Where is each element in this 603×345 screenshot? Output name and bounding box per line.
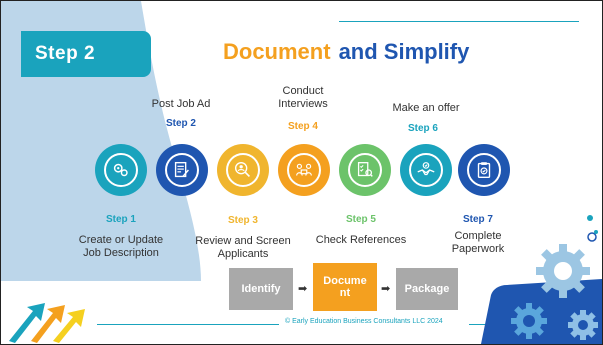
copyright-text: © Early Education Business Consultants L…	[285, 318, 443, 325]
document-pen-icon	[165, 153, 199, 187]
dot-icon	[587, 215, 593, 221]
arrows-logo	[9, 303, 85, 343]
step5-title: Step 5	[345, 214, 376, 225]
step6-label: Make an offer	[392, 102, 460, 114]
package-box[interactable]: Package	[396, 268, 458, 310]
step5-label: Check References	[315, 234, 407, 246]
step3-label: Review and Screen Applicants	[195, 235, 291, 260]
gears-icon	[104, 153, 138, 187]
step7-title: Step 7	[462, 214, 493, 225]
step3-title: Step 3	[227, 215, 258, 226]
step3-circle[interactable]	[217, 144, 269, 196]
step7-label: Complete Paperwork	[451, 230, 505, 255]
title-highlight: Document	[223, 39, 331, 64]
clipboard-check-icon	[467, 153, 501, 187]
step-tab-label: Step 2	[35, 43, 96, 64]
step4-circle[interactable]	[278, 144, 330, 196]
step-tab: Step 2	[21, 31, 151, 77]
step2-title: Step 2	[165, 118, 196, 129]
step1-label: Create or Update Job Description	[78, 234, 164, 259]
arrow-icon-1: ➡	[298, 283, 308, 295]
step6-title: Step 6	[407, 123, 438, 134]
page-title: Document and Simplify	[223, 39, 469, 65]
step2-circle[interactable]	[156, 144, 208, 196]
title-rest: and Simplify	[338, 39, 470, 64]
step4-title: Step 4	[287, 121, 318, 132]
top-divider	[339, 21, 579, 22]
step1-title: Step 1	[105, 214, 136, 225]
gears-decoration	[481, 244, 602, 344]
step4-label: Conduct Interviews	[278, 85, 328, 110]
arrow-icon-2: ➡	[381, 283, 391, 295]
document-label: Document	[323, 275, 367, 299]
step1-circle[interactable]	[95, 144, 147, 196]
step5-circle[interactable]	[339, 144, 391, 196]
step2-label: Post Job Ad	[151, 98, 211, 110]
magnifier-person-icon	[226, 153, 260, 187]
step7-circle[interactable]	[458, 144, 510, 196]
interview-icon	[287, 153, 321, 187]
handshake-icon	[409, 153, 443, 187]
document-box[interactable]: Document	[313, 263, 377, 311]
identify-label: Identify	[241, 283, 281, 295]
step6-circle[interactable]	[400, 144, 452, 196]
ring-icon	[587, 230, 598, 242]
bottom-divider-left	[97, 324, 279, 325]
checklist-search-icon	[348, 153, 382, 187]
identify-box[interactable]: Identify	[229, 268, 293, 310]
package-label: Package	[404, 283, 450, 295]
